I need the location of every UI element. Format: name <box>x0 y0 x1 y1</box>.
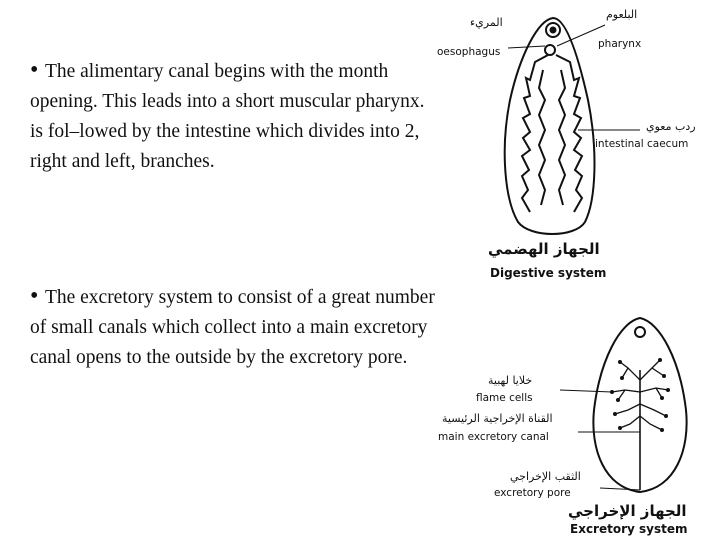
caption-digestive: Digestive system <box>490 266 606 280</box>
label-oesophagus: oesophagus <box>437 46 500 58</box>
excretory-system-diagram <box>560 318 687 492</box>
label-oesophagus-ar: المريء <box>470 16 503 29</box>
label-excretory-pore: excretory pore <box>494 487 571 499</box>
caption-excretory-ar: الجهاز الإخراجي <box>568 502 687 520</box>
caption-excretory: Excretory system <box>570 522 688 536</box>
digestive-system-diagram <box>505 18 640 234</box>
label-main-canal-ar: القناة الإخراجية الرئيسية <box>442 412 553 425</box>
label-flame-cells-ar: خلايا لهبية <box>488 374 532 387</box>
label-pharynx: pharynx <box>598 38 641 50</box>
label-excretory-pore-ar: الثقب الإخراجي <box>510 470 581 483</box>
caption-digestive-ar: الجهاز الهضمي <box>488 240 600 258</box>
label-flame-cells: flame cells <box>476 392 533 404</box>
label-main-canal: main excretory canal <box>438 431 549 443</box>
label-caecum-ar: ردب معوي <box>646 120 696 133</box>
label-pharynx-ar: البلعوم <box>606 8 637 21</box>
label-caecum: intestinal caecum <box>595 138 688 150</box>
